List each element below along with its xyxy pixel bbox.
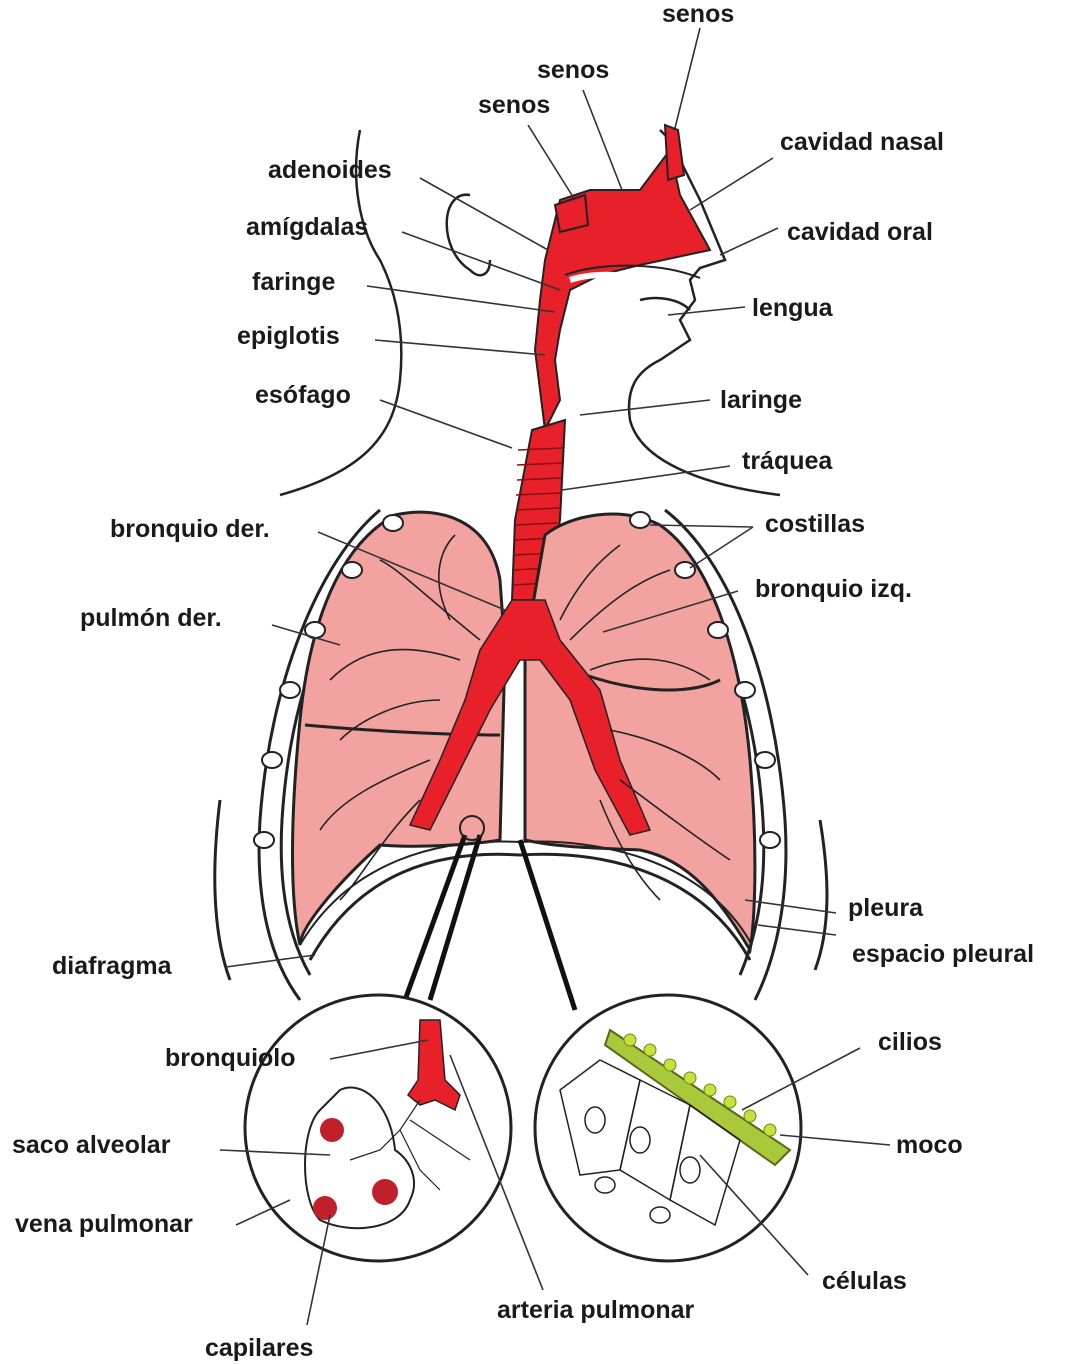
label-arteria-pulmonar: arteria pulmonar — [497, 1298, 694, 1323]
label-bronquio-izq: bronquio izq. — [755, 577, 912, 602]
label-laringe: laringe — [720, 388, 802, 413]
label-capilares: capilares — [205, 1336, 313, 1361]
label-amigdalas: amígdalas — [246, 215, 368, 240]
label-cavidad-oral: cavidad oral — [787, 220, 933, 245]
sinus-frontal — [665, 125, 684, 180]
label-esofago: esófago — [255, 383, 351, 408]
label-senos-mid: senos — [537, 58, 609, 83]
label-pleura: pleura — [848, 896, 923, 921]
label-moco: moco — [896, 1133, 963, 1158]
label-cilios: cilios — [878, 1030, 942, 1055]
cilia-zoom — [535, 995, 801, 1261]
label-vena-pulmonar: vena pulmonar — [15, 1212, 193, 1237]
label-epiglotis: epiglotis — [237, 324, 340, 349]
label-senos-top: senos — [662, 2, 734, 27]
label-celulas: células — [822, 1269, 907, 1294]
label-senos-low: senos — [478, 93, 550, 118]
label-bronquiolo: bronquiolo — [165, 1046, 296, 1071]
upper-airway — [535, 125, 710, 430]
label-espacio-pleural: espacio pleural — [852, 942, 1034, 967]
label-bronquio-der: bronquio der. — [110, 517, 270, 542]
label-lengua: lengua — [752, 296, 833, 321]
label-diafragma: diafragma — [52, 954, 171, 979]
label-cavidad-nasal: cavidad nasal — [780, 130, 944, 155]
label-pulmon-der: pulmón der. — [80, 606, 222, 631]
label-saco-alveolar: saco alveolar — [12, 1133, 170, 1158]
label-adenoides: adenoides — [268, 158, 392, 183]
label-costillas: costillas — [765, 512, 865, 537]
alveoli-zoom — [245, 995, 511, 1261]
label-faringe: faringe — [252, 270, 335, 295]
label-traquea: tráquea — [742, 449, 832, 474]
